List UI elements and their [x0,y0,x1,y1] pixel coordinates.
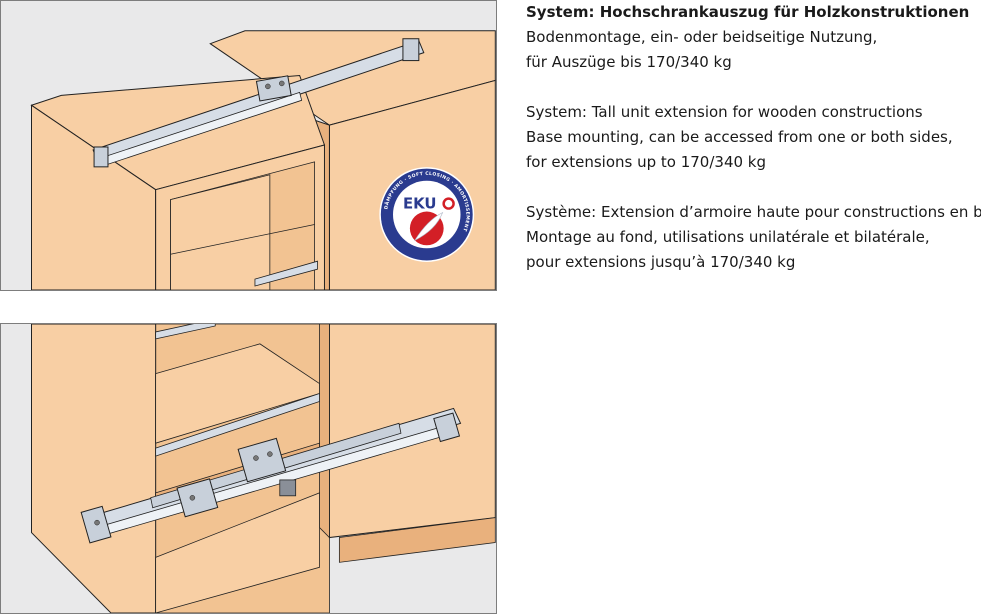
german-line-2: für Auszüge bis 170/340 kg [526,53,732,71]
carriage-bracket [237,437,287,483]
cabinet-drawer-open-drawing: DÄMPFUNG · SOFT CLOSING · AMORTISSEMENT … [30,30,496,290]
pullout-lower-rail [254,260,318,287]
carriage-bracket [176,478,219,518]
bracket-screw [253,455,259,461]
cabinet-rails-closeup-drawing [31,324,496,613]
bracket-screw [265,83,271,90]
english-line-1: System: Tall unit extension for wooden c… [526,103,923,121]
wall-rail-top [155,324,216,340]
cabinet-right-edge [319,324,330,539]
cabinet-right-base [338,517,496,563]
german-line-1: Bodenmontage, ein- oder beidseitige Nutz… [526,28,878,46]
rail-end-bracket [93,146,109,168]
english-line-3: for extensions up to 170/340 kg [526,153,767,171]
bracket-screw [267,451,273,457]
french-description: Système: Extension d’armoire haute pour … [526,200,981,275]
pullout-shelf-line [170,224,315,255]
feather-icon [414,211,444,242]
bracket-screw [189,495,196,501]
inner-floor [155,492,320,613]
rail-end-bracket [402,38,420,62]
french-line-1: Système: Extension d’armoire haute pour … [526,203,981,221]
rail-stop-block [279,479,297,497]
badge-logo-mark [442,197,455,210]
bracket-screw [94,519,100,526]
wall-rail-mid [155,392,320,457]
heading: System: Hochschrankauszug für Holzkonstr… [526,3,970,21]
pullout-inner-side [170,174,271,290]
illustration-bottom-rails [0,323,497,614]
product-description: System: Hochschrankauszug für Holzkonstr… [526,0,981,300]
english-description: System: Tall unit extension for wooden c… [526,100,981,175]
french-line-3: pour extensions jusqu’à 170/340 kg [526,253,796,271]
badge-logo-text: EKU [403,195,437,213]
french-line-2: Montage au fond, utilisations unilatéral… [526,228,930,246]
eku-soft-closing-badge: DÄMPFUNG · SOFT CLOSING · AMORTISSEMENT … [379,167,475,262]
bracket-screw [279,80,285,87]
inner-shelf-upper [155,343,320,444]
cabinet-left-panel [31,324,157,613]
english-line-2: Base mounting, can be accessed from one … [526,128,953,146]
german-description: System: Hochschrankauszug für Holzkonstr… [526,0,981,75]
rail-end-foot [433,412,461,443]
illustration-top-cabinet: DÄMPFUNG · SOFT CLOSING · AMORTISSEMENT … [0,0,497,291]
